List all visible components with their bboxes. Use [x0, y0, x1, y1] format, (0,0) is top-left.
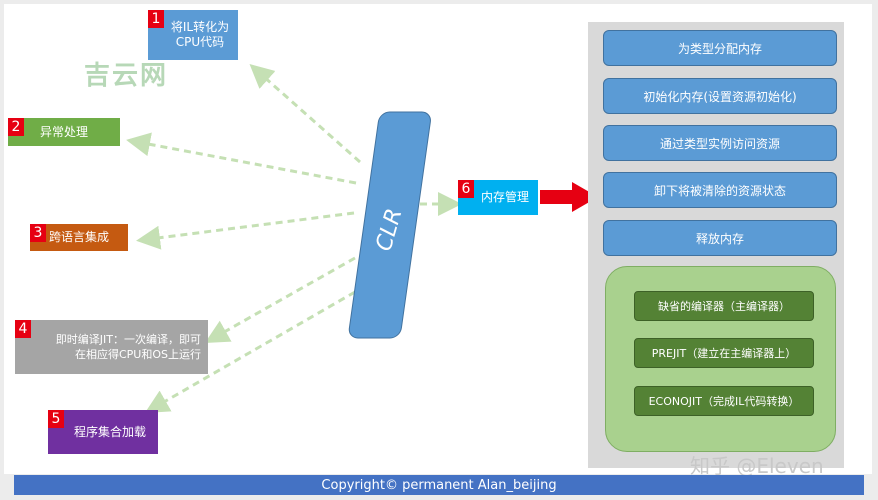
number-badge: 4	[15, 320, 31, 338]
copyright-footer: Copyright© permanent Alan_beijing	[14, 475, 864, 495]
number-badge: 6	[458, 180, 474, 198]
memory-step-free: 释放内存	[603, 220, 837, 256]
watermark: 吉云网	[84, 61, 169, 91]
arrow-to-il-cpu	[249, 64, 361, 164]
number-badge: 1	[148, 10, 164, 28]
arrow-to-cross-language	[136, 211, 355, 250]
zhihu-watermark: 知乎 @Eleven	[690, 454, 824, 478]
function-box-jit: 4 即时编译JIT：一次编译，即可 在相应得CPU和OS上运行	[15, 320, 208, 374]
function-box-cross-language: 3 跨语言集成	[30, 224, 128, 251]
function-label: 内存管理	[480, 190, 529, 204]
number-badge: 2	[8, 118, 24, 136]
memory-step-access: 通过类型实例访问资源	[603, 125, 837, 161]
function-label: 即时编译JIT：一次编译，即可 在相应得CPU和OS上运行	[55, 333, 201, 361]
function-box-exception: 2 异常处理	[8, 118, 120, 146]
function-box-memory: 6 内存管理	[458, 180, 538, 215]
function-box-il-cpu: 1 将IL转化为 CPU代码	[148, 10, 238, 60]
function-label: 异常处理	[39, 124, 88, 139]
number-badge: 3	[30, 224, 46, 242]
arrow-to-assembly-load	[144, 290, 356, 413]
memory-step-teardown: 卸下将被清除的资源状态	[603, 172, 837, 208]
function-label: 将IL转化为 CPU代码	[170, 20, 230, 49]
function-label: 跨语言集成	[48, 230, 109, 244]
compiler-prejit: PREJIT（建立在主编译器上）	[634, 338, 814, 368]
compiler-econojit: ECONOJIT（完成IL代码转换）	[634, 386, 814, 416]
arrow-to-jit	[204, 256, 356, 343]
function-box-assembly-load: 5 程序集合加载	[48, 410, 158, 454]
memory-step-initialize: 初始化内存(设置资源初始化)	[603, 78, 837, 114]
memory-step-allocate: 为类型分配内存	[603, 30, 837, 66]
arrow-to-exception	[126, 132, 357, 185]
clr-shape	[348, 111, 431, 339]
compiler-default: 缺省的编译器（主编译器）	[634, 291, 814, 321]
red-arrow	[540, 182, 598, 212]
number-badge: 5	[48, 410, 64, 428]
function-label: 程序集合加载	[73, 424, 146, 439]
